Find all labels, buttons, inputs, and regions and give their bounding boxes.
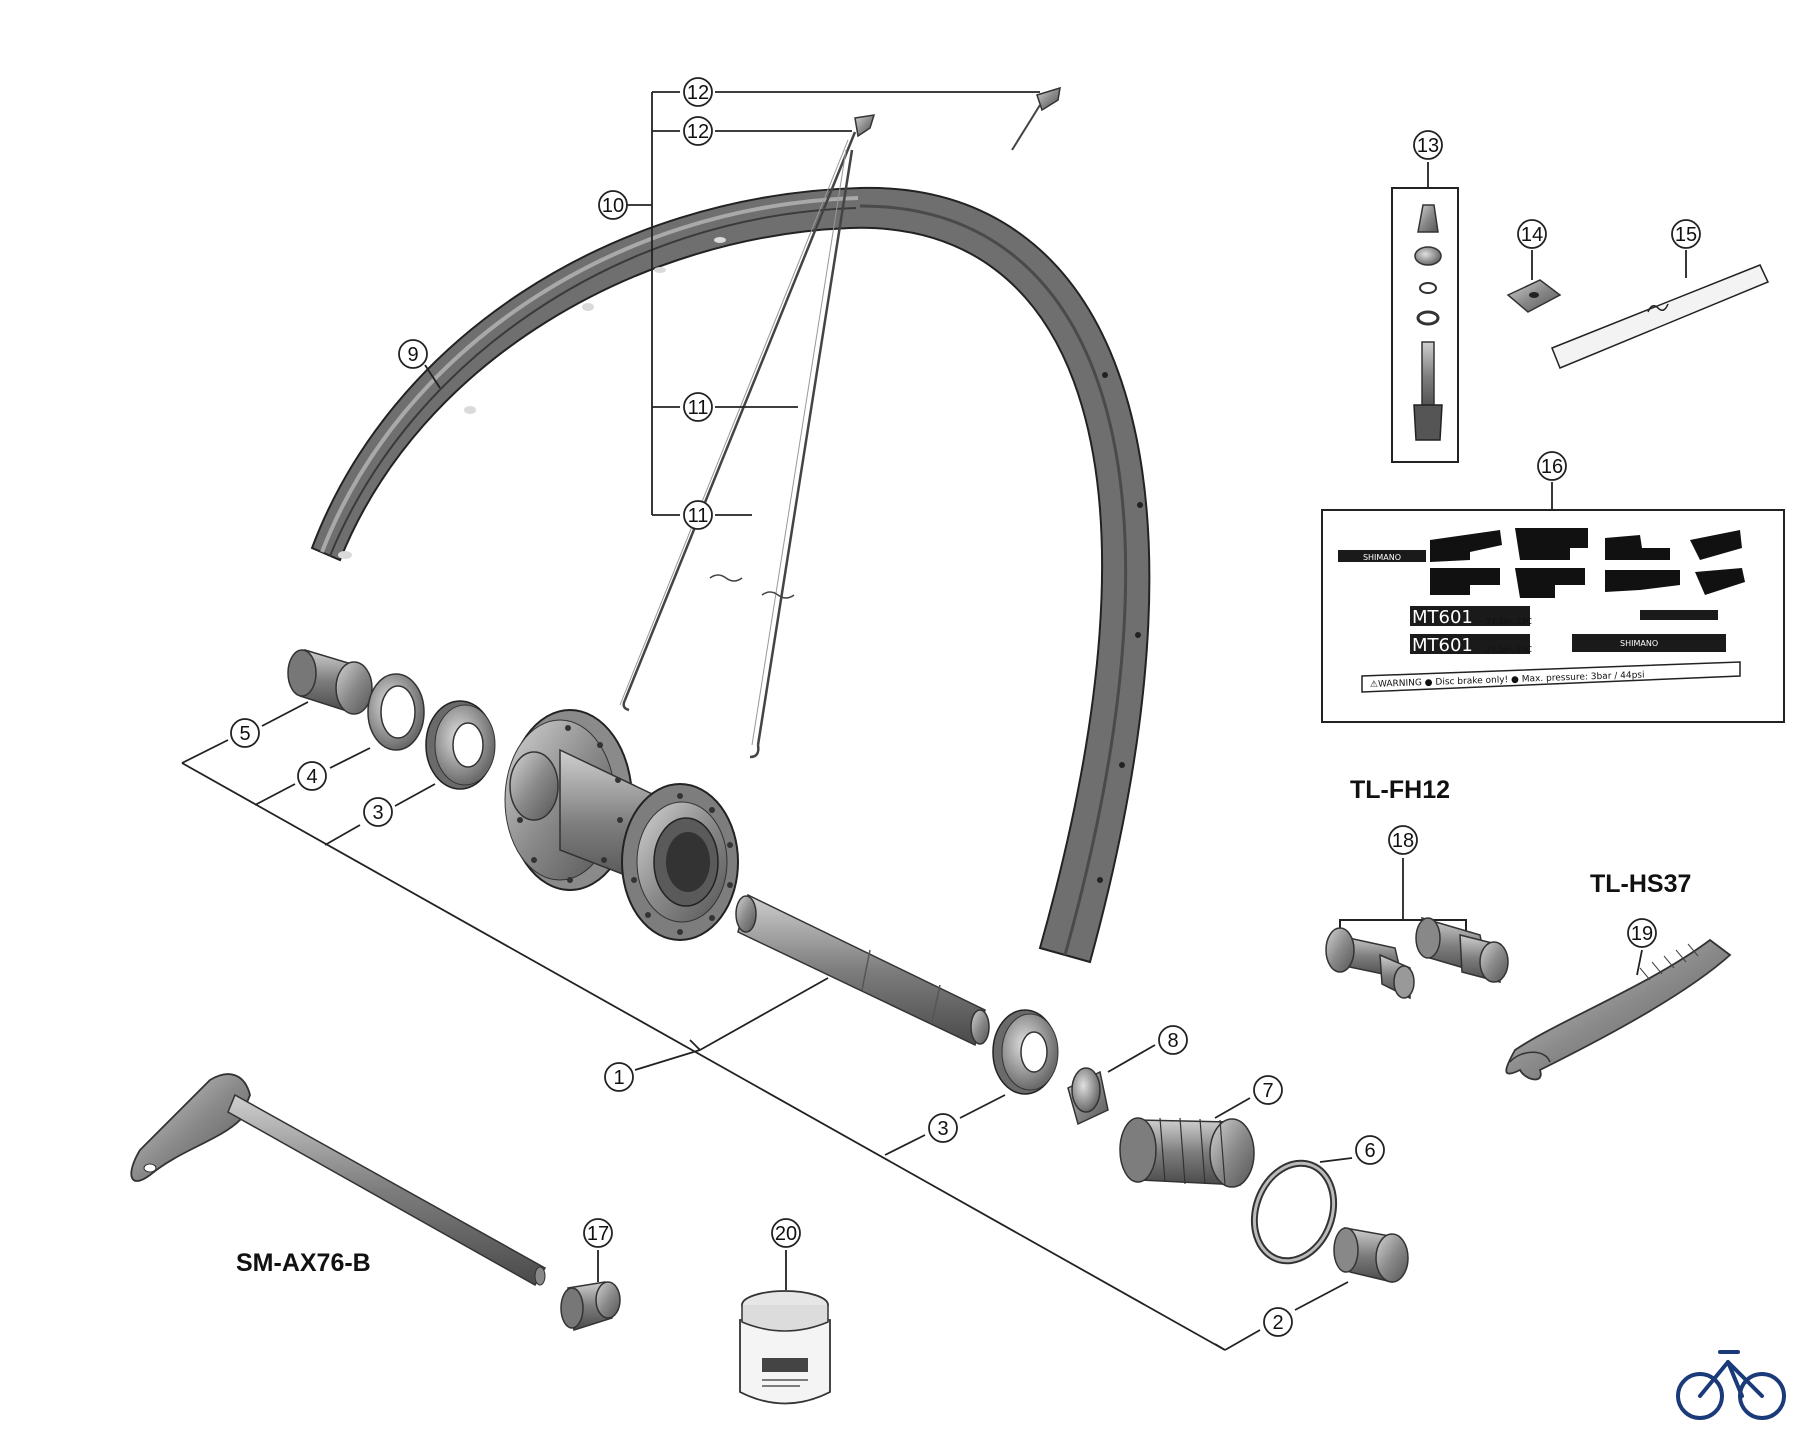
callout-15: 15 (1671, 219, 1701, 249)
callout-11a: 11 (683, 392, 713, 422)
svg-text:6: 6 (1364, 1140, 1375, 1162)
label-sm-ax76-b: SM-AX76-B (236, 1249, 371, 1277)
svg-text:12: 12 (687, 82, 709, 104)
callout-7: 7 (1253, 1075, 1283, 1105)
tubeless-valve-set (1391, 187, 1459, 463)
callout-9: 9 (398, 339, 428, 369)
decal-brand-strip: SHIMANO (1620, 639, 1658, 648)
callout-19: 19 (1627, 918, 1657, 948)
svg-text:13: 13 (1417, 135, 1439, 157)
freehub-tool-a (1325, 927, 1415, 1000)
rim (310, 186, 1151, 964)
decal-set: SHIMANO MT601 27.5in. 23C MT601 27.5in. … (1321, 509, 1785, 723)
svg-text:7: 7 (1262, 1080, 1273, 1102)
decal-model-2: MT601 (1412, 635, 1473, 656)
svg-text:5: 5 (239, 723, 250, 745)
callout-14: 14 (1517, 219, 1547, 249)
svg-text:3: 3 (937, 1118, 948, 1140)
end-cap-left (287, 649, 373, 715)
svg-text:14: 14 (1521, 224, 1543, 246)
spoke-nipple-lower (854, 114, 876, 138)
callout-18: 18 (1388, 825, 1418, 855)
hub-body (504, 709, 739, 941)
spacer (1067, 1067, 1109, 1126)
callout-2: 2 (1263, 1307, 1293, 1337)
hub-axle (735, 893, 990, 1047)
svg-text:3: 3 (372, 802, 383, 824)
freehub-tool-set (1325, 916, 1509, 1000)
decal-size-1: 27.5in. 23C (1486, 617, 1532, 626)
svg-text:9: 9 (407, 344, 418, 366)
callout-17: 17 (583, 1218, 613, 1248)
bearing-left (425, 700, 496, 790)
bearing-right (992, 1009, 1059, 1095)
label-tl-fh12: TL-FH12 (1350, 776, 1450, 804)
callout-10: 10 (598, 190, 628, 220)
svg-text:17: 17 (587, 1223, 609, 1245)
label-tl-hs37: TL-HS37 (1590, 870, 1691, 898)
svg-text:11: 11 (688, 505, 709, 527)
svg-text:11: 11 (688, 397, 709, 419)
callout-11b: 11 (683, 500, 713, 530)
callout-3a: 3 (363, 797, 393, 827)
callout-1: 1 (604, 1062, 634, 1092)
callout-4: 4 (297, 761, 327, 791)
svg-text:12: 12 (687, 121, 709, 143)
seal-ring-left (367, 673, 425, 751)
svg-text:18: 18 (1392, 830, 1414, 852)
hub-spanner (1505, 938, 1732, 1081)
svg-text:8: 8 (1167, 1030, 1178, 1052)
callout-labels: 12 12 10 9 11 11 13 14 15 16 5 4 3 1 3 8… (230, 77, 1701, 1337)
callout-13: 13 (1413, 130, 1443, 160)
svg-text:2: 2 (1272, 1312, 1283, 1334)
axle-nut (560, 1281, 621, 1331)
callout-12a: 12 (683, 77, 713, 107)
callout-12b: 12 (683, 116, 713, 146)
callout-5: 5 (230, 718, 260, 748)
bicycle-icon (1676, 1350, 1786, 1420)
freehub-tool-b (1415, 916, 1509, 983)
leader-lines (181, 91, 1687, 1351)
freehub-body (1119, 1117, 1255, 1188)
grease-jar (739, 1290, 831, 1405)
callout-6: 6 (1355, 1135, 1385, 1165)
svg-text:20: 20 (775, 1223, 797, 1245)
decal-size-2: 27.5in. 23C (1486, 645, 1532, 654)
o-ring (1250, 1159, 1338, 1265)
spokes (619, 131, 857, 759)
svg-text:10: 10 (602, 195, 624, 217)
svg-text:15: 15 (1675, 224, 1697, 246)
decal-model-1: MT601 (1412, 607, 1473, 628)
thru-axle (130, 1073, 547, 1287)
callout-16: 16 (1537, 451, 1567, 481)
svg-text:4: 4 (306, 766, 317, 788)
svg-text:1: 1 (613, 1067, 624, 1089)
spoke-nipple-upper (1011, 86, 1061, 151)
rim-tape (1551, 264, 1770, 369)
end-cap-right (1333, 1227, 1409, 1283)
callout-8: 8 (1158, 1025, 1188, 1055)
svg-text:19: 19 (1631, 923, 1653, 945)
callout-20: 20 (771, 1218, 801, 1248)
rim-nut (1506, 279, 1562, 313)
callout-3b: 3 (928, 1113, 958, 1143)
decal-brand-small: SHIMANO (1363, 553, 1401, 562)
svg-text:16: 16 (1541, 456, 1563, 478)
